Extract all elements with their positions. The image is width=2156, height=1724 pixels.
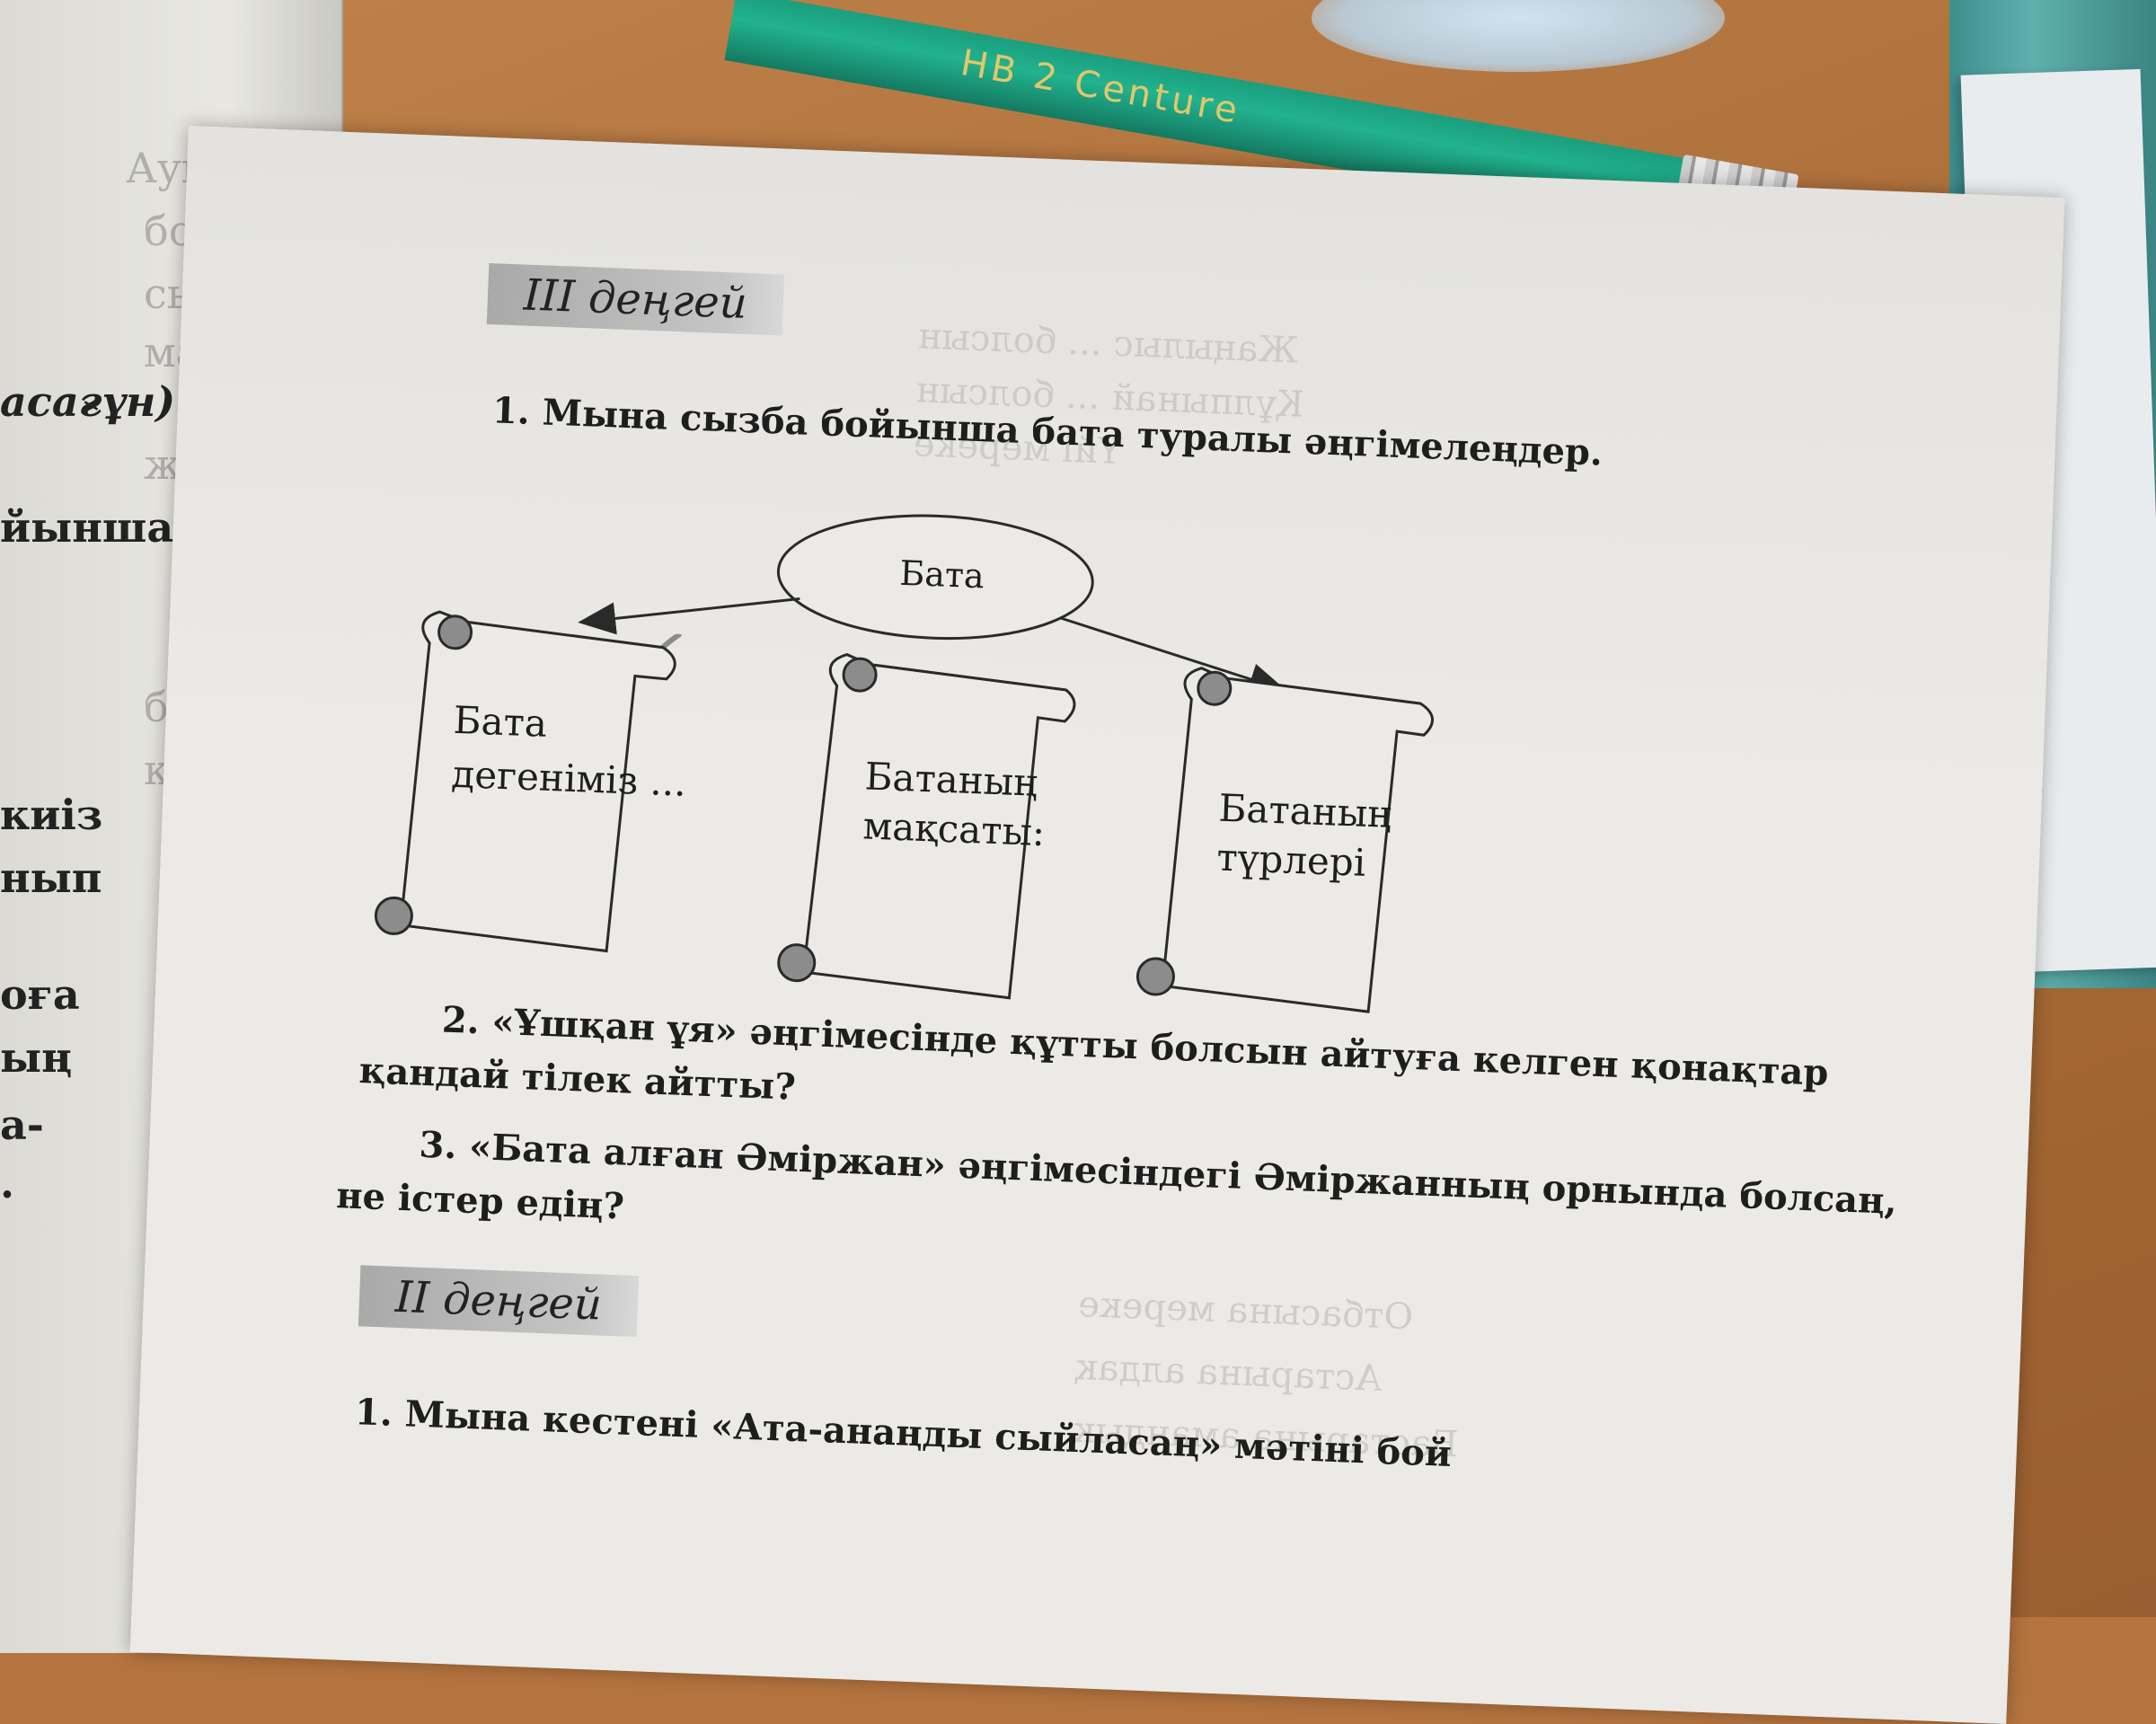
scroll-1 <box>374 610 676 953</box>
scroll-3-line1: Батаның <box>1217 785 1393 836</box>
left-text-line: а- <box>0 1101 44 1149</box>
scroll-1-line2: дегеніміз ... <box>450 751 687 805</box>
left-text-line: . <box>0 1159 15 1207</box>
bata-diagram <box>374 514 1434 1013</box>
arrow-right <box>1059 616 1287 695</box>
left-text-line: нып <box>0 853 102 902</box>
level-label-ii: II деңгей <box>358 1265 640 1338</box>
scroll-3-line2: түрлері <box>1215 835 1367 885</box>
section-2-question-1: 1. Мына кестені «Ата-анаңды сыйласаң» мә… <box>354 1391 1453 1476</box>
scroll-3 <box>1135 667 1434 1013</box>
left-text-line: асағұн) <box>0 377 176 426</box>
left-text-line: йынша <box>0 503 174 552</box>
bleed-through-text: Отбасына мереке <box>1077 1284 1415 1339</box>
scroll-2 <box>777 652 1076 1000</box>
textbook-page: Жаңылыс ... болсын Құлпынай ... болсын Ү… <box>129 126 2065 1724</box>
question-2-line2: қандай тілек айтты? <box>358 1049 797 1109</box>
left-text-line: ың <box>0 1033 73 1082</box>
left-text-line: оға <box>0 970 80 1019</box>
arrow-left <box>578 597 800 635</box>
left-text-line: киіз <box>0 791 103 839</box>
question-3-line2: не істер едің? <box>335 1174 625 1228</box>
scroll-2-line2: мақсаты: <box>862 803 1046 855</box>
bleed-through-text: Астарына алдақ <box>1074 1346 1383 1401</box>
scroll-1-line1: Бата <box>452 697 548 746</box>
question-3-line1: 3. «Бата алған Әміржан» әңгімесіндегі Әм… <box>418 1123 1898 1223</box>
center-ellipse <box>776 514 1094 641</box>
scroll-2-line1: Батаның <box>863 754 1039 805</box>
center-label: Бата <box>898 553 985 597</box>
